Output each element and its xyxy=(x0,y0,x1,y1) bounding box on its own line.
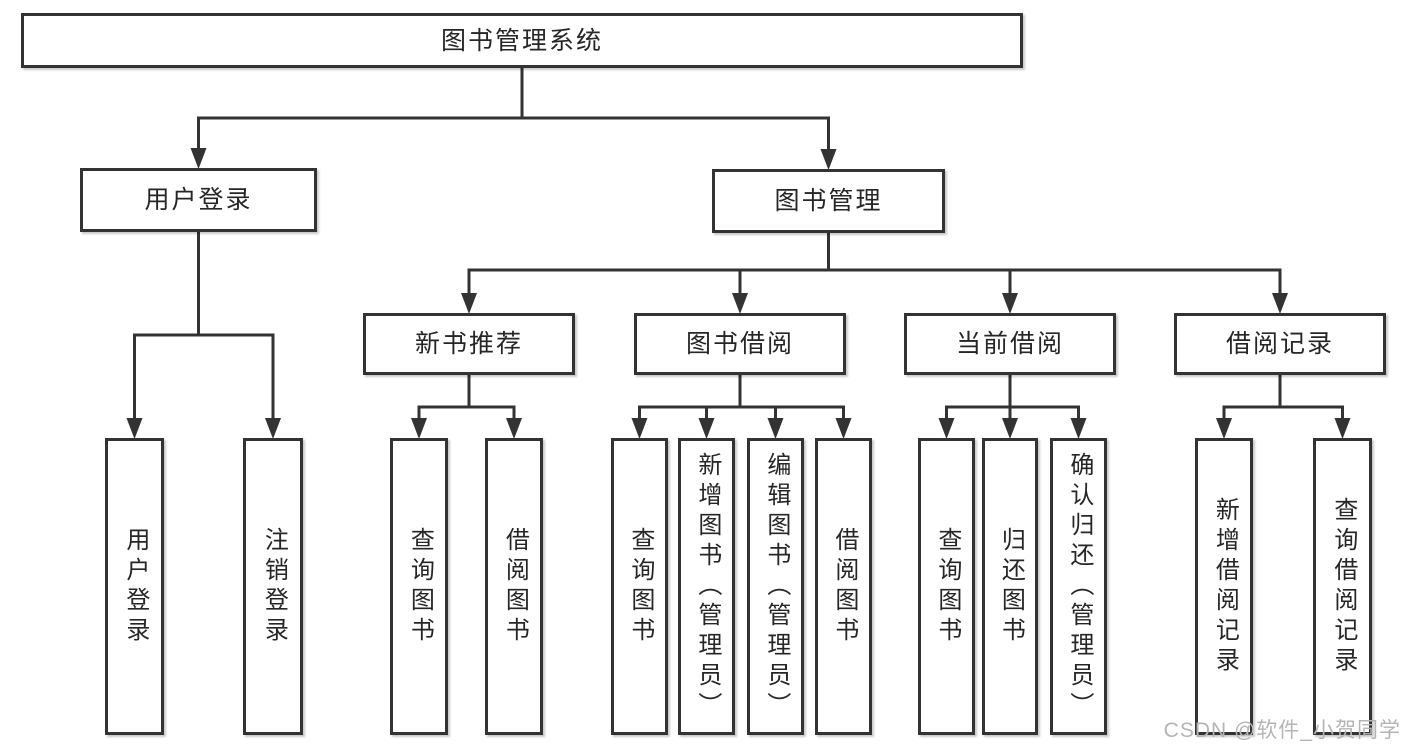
node-label: 编辑图书（管理员） xyxy=(762,451,790,722)
node-label: 新增借阅记录 xyxy=(1211,496,1239,677)
arrowhead-icon xyxy=(1272,293,1288,314)
diagram-node-book-mgmt: 图书管理 xyxy=(712,169,945,233)
node-label: 查询图书 xyxy=(406,526,434,647)
diagram-node-rc-add-record: 新增借阅记录 xyxy=(1195,438,1253,735)
node-label: 查询借阅记录 xyxy=(1329,496,1357,677)
diagram-node-current-borrow: 当前借阅 xyxy=(904,313,1116,375)
diagram-node-leaf-logout: 注销登录 xyxy=(243,438,303,735)
node-label: 借阅图书 xyxy=(830,526,858,647)
diagram-node-rec-borrow-books: 借阅图书 xyxy=(485,438,543,735)
arrowhead-icon xyxy=(411,418,427,439)
diagram-node-cur-return-book: 归还图书 xyxy=(982,438,1038,735)
diagram-node-user-login: 用户登录 xyxy=(80,168,317,232)
diagram-node-bor-edit-book: 编辑图书（管理员） xyxy=(747,438,804,735)
arrowhead-icon xyxy=(1002,418,1018,439)
diagram-node-root: 图书管理系统 xyxy=(21,13,1023,68)
arrowhead-icon xyxy=(1070,418,1087,439)
arrowhead-icon xyxy=(732,293,748,314)
arrowhead-icon xyxy=(1002,293,1018,314)
diagram-node-rec-query-books: 查询图书 xyxy=(390,438,448,735)
arrowhead-icon xyxy=(835,418,852,439)
diagram-node-book-borrow: 图书借阅 xyxy=(634,313,846,375)
node-label: 图书管理 xyxy=(774,187,883,215)
arrowhead-icon xyxy=(820,149,837,170)
node-label: 图书管理系统 xyxy=(440,26,603,55)
arrowhead-icon xyxy=(631,418,648,439)
node-label: 查询图书 xyxy=(626,526,654,647)
diagram-node-cur-query-books: 查询图书 xyxy=(918,438,975,735)
node-label: 借阅记录 xyxy=(1225,330,1334,358)
arrowhead-icon xyxy=(126,418,143,439)
diagram-node-bor-query-books: 查询图书 xyxy=(611,438,668,735)
node-label: 借阅图书 xyxy=(501,526,529,647)
node-label: 查询图书 xyxy=(933,526,961,647)
diagram-node-bor-add-book: 新增图书（管理员） xyxy=(678,438,735,735)
node-label: 用户登录 xyxy=(121,526,149,647)
arrowhead-icon xyxy=(698,418,715,439)
node-label: 图书借阅 xyxy=(685,330,794,358)
arrowhead-icon xyxy=(265,418,281,439)
node-label: 归还图书 xyxy=(997,526,1025,647)
diagram-node-new-book-rec: 新书推荐 xyxy=(363,313,575,375)
arrowhead-icon xyxy=(1216,418,1232,439)
arrowhead-icon xyxy=(506,418,522,439)
arrowhead-icon xyxy=(1334,418,1351,439)
arrowhead-icon xyxy=(461,293,477,314)
node-label: 当前借阅 xyxy=(955,330,1064,358)
node-label: 新增图书（管理员） xyxy=(693,451,721,722)
arrowhead-icon xyxy=(767,418,784,439)
csdn-watermark: CSDN @软件_小贺同学 xyxy=(1163,719,1401,742)
node-label: 用户登录 xyxy=(144,186,253,214)
diagram-node-rc-query-record: 查询借阅记录 xyxy=(1313,438,1372,735)
arrowhead-icon xyxy=(938,418,955,439)
node-label: 注销登录 xyxy=(260,526,288,647)
diagram-node-bor-borrow-books: 借阅图书 xyxy=(815,438,872,735)
node-label: 新书推荐 xyxy=(414,330,523,358)
node-label: 确认归还（管理员） xyxy=(1065,451,1093,722)
diagram-node-cur-confirm-return: 确认归还（管理员） xyxy=(1050,438,1107,735)
diagram-node-leaf-user-login: 用户登录 xyxy=(105,438,164,735)
diagram-node-borrow-records: 借阅记录 xyxy=(1174,313,1386,375)
arrowhead-icon xyxy=(190,148,207,169)
